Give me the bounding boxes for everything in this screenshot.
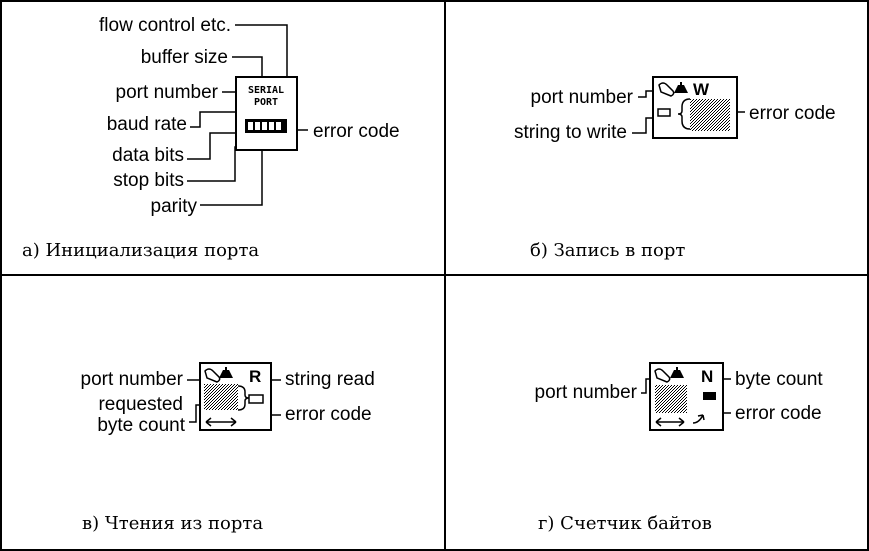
label-data-bits: data bits <box>112 145 184 166</box>
icon-data-buffer-d <box>655 385 687 413</box>
wire-port-number-d <box>641 378 650 394</box>
wire-stop-bits <box>187 146 236 182</box>
label-byte-count-in: byte count <box>97 415 185 436</box>
icon-data-buffer-c <box>204 384 238 410</box>
caption-b: б) Запись в порт <box>530 240 685 261</box>
label-error-code-b: error code <box>749 103 836 124</box>
serial-port-write-icon: W <box>652 76 738 139</box>
label-requested: requested <box>98 394 183 415</box>
icon-brace-glyph <box>677 98 691 130</box>
label-string-read: string read <box>285 369 375 390</box>
icon-text-port: PORT <box>254 97 278 108</box>
label-error-code-d: error code <box>735 403 822 424</box>
wire-requested-byte-count <box>189 404 200 423</box>
icon-count-arrow-d <box>655 417 685 427</box>
icon-bell-glyph-c <box>219 367 233 378</box>
caption-c: в) Чтения из порта <box>82 513 263 534</box>
label-buffer-size: buffer size <box>141 47 228 68</box>
icon-count-box-d <box>703 392 716 400</box>
icon-return-arrow-d <box>692 414 705 424</box>
bytes-at-port-icon: N <box>649 362 724 431</box>
label-port-number-b: port number <box>531 87 634 108</box>
label-error-code: error code <box>313 121 400 142</box>
icon-connector-glyph <box>658 82 675 97</box>
icon-bell-glyph <box>674 82 688 93</box>
wire-baud-rate <box>190 111 236 128</box>
icon-connector-glyph-c <box>204 368 221 383</box>
label-string-to-write: string to write <box>514 122 627 143</box>
icon-string-box <box>657 108 671 117</box>
icon-data-buffer <box>690 99 730 131</box>
icon-letter-r: R <box>249 367 261 386</box>
panel-c-serial-port-read: port number requested byte count R strin… <box>81 362 375 534</box>
icon-letter-w: W <box>693 80 710 99</box>
caption-d: г) Счетчик байтов <box>538 513 712 534</box>
panel-b-serial-port-write: port number string to write W error code… <box>514 76 836 261</box>
icon-bell-glyph-d <box>670 367 684 378</box>
icon-string-box-c <box>248 394 264 404</box>
label-port-number-c: port number <box>81 369 184 390</box>
label-port-number-d: port number <box>535 382 638 403</box>
icon-text-serial: SERIAL <box>248 85 284 96</box>
panel-a-serial-port-init: flow control etc. buffer size port numbe… <box>22 15 400 261</box>
panel-d-bytes-at-port: port number N byte count error code г) С… <box>535 362 823 534</box>
icon-letter-n: N <box>701 367 713 386</box>
label-error-code-c: error code <box>285 404 372 425</box>
wire-data-bits <box>187 132 236 160</box>
wire-string-to-write <box>632 117 653 134</box>
label-baud-rate: baud rate <box>107 114 187 135</box>
wire-parity <box>200 150 263 206</box>
icon-count-arrow-c <box>205 417 237 427</box>
caption-a: а) Инициализация порта <box>22 240 259 261</box>
serial-port-init-icon: SERIAL PORT <box>235 76 298 151</box>
label-flow-control: flow control etc. <box>99 15 231 36</box>
icon-connector-glyph-d <box>654 368 671 383</box>
label-stop-bits: stop bits <box>113 170 184 191</box>
wire-port-number-b <box>638 90 653 98</box>
label-port-number: port number <box>116 82 219 103</box>
label-byte-count-out: byte count <box>735 369 823 390</box>
serial-port-read-icon: R <box>199 362 272 431</box>
label-parity: parity <box>151 196 198 217</box>
